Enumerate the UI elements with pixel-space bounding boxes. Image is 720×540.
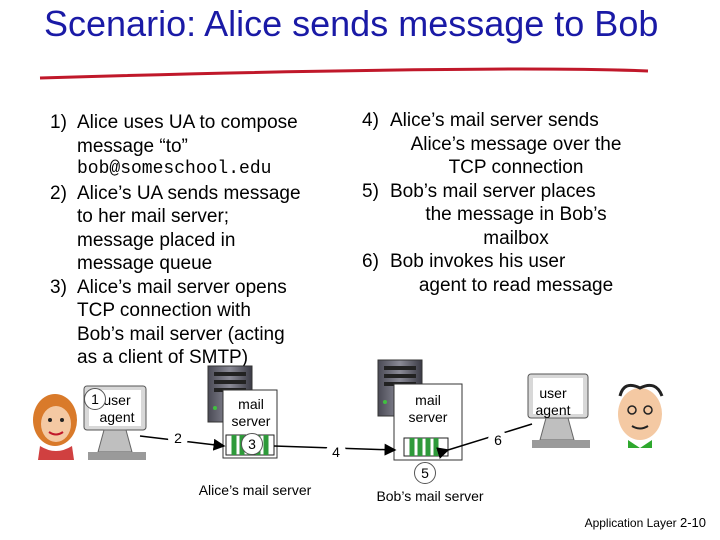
alice-server-label: mail server	[224, 396, 278, 430]
step-badge-1: 1	[84, 388, 106, 410]
slide-footer: Application Layer 2-10	[585, 515, 706, 530]
label-line: mail	[395, 392, 461, 409]
label-line: server	[224, 413, 278, 430]
label-line: agent	[530, 402, 576, 419]
alice-icon	[33, 394, 77, 460]
bob-icon	[618, 385, 662, 448]
label-line: server	[395, 409, 461, 426]
step-badge-2: 2	[168, 428, 188, 448]
label-line: mail	[224, 396, 278, 413]
label-line: user	[530, 385, 576, 402]
label-line: agent	[92, 409, 142, 426]
bob-ua-label: user agent	[530, 385, 576, 419]
step-badge-6: 6	[488, 430, 508, 450]
bob-server-label: mail server	[395, 392, 461, 426]
step-badge-3: 3	[241, 433, 263, 455]
step-badge-5: 5	[414, 462, 436, 484]
step-badge-4: 4	[326, 442, 346, 462]
bob-mailbox	[404, 438, 448, 456]
page-number: 2-10	[680, 515, 706, 530]
footer-section: Application Layer	[585, 516, 677, 530]
alice-server-caption: Alice’s mail server	[175, 482, 335, 499]
bob-server-caption: Bob’s mail server	[355, 488, 505, 505]
